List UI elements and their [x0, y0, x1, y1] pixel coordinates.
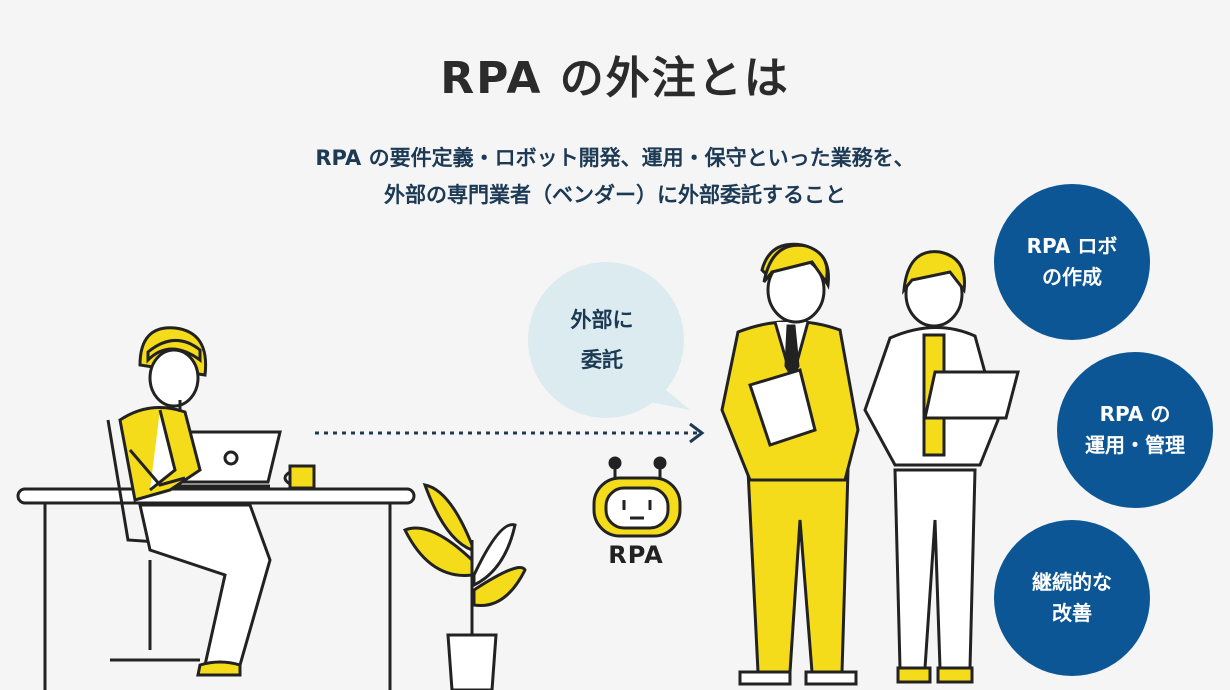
speech-bubble: [528, 262, 690, 418]
desk: [16, 487, 416, 690]
speech-bubble-line-2: 委託: [581, 348, 623, 372]
service-3-line-1: 継続的な: [1032, 570, 1112, 594]
service-1-line-1: RPA ロボ: [1026, 234, 1118, 258]
service-circle-operation: RPA の 運用・管理: [1057, 352, 1213, 508]
service-circle-improvement: 継続的な 改善: [994, 520, 1150, 676]
vendor-staff-suit: [720, 242, 860, 686]
service-circle-robot-creation: RPA ロボ の作成: [994, 184, 1150, 340]
speech-bubble-line-1: 外部に: [570, 308, 634, 332]
plant-icon: [402, 483, 527, 690]
page-title: RPA の外注とは: [440, 53, 790, 104]
subtitle-line-2: 外部の専門業者（ベンダー）に外部委託すること: [384, 183, 846, 207]
robot-label: RPA: [608, 541, 664, 569]
mug-icon: [283, 464, 316, 490]
service-1-line-2: の作成: [1042, 265, 1102, 289]
subtitle: RPA の要件定義・ロボット開発、運用・保守といった業務を、 外部の専門業者（ベ…: [0, 140, 1230, 214]
woman-at-desk: [106, 326, 272, 677]
speech-bubble-text: 外部に 委託: [528, 300, 676, 380]
vendor-staff-casual: [863, 250, 1020, 684]
robot-icon: [592, 456, 682, 538]
service-3-line-2: 改善: [1052, 601, 1092, 625]
service-2-line-2: 運用・管理: [1085, 433, 1185, 457]
service-2-line-1: RPA の: [1099, 402, 1171, 426]
arrow-icon: [315, 422, 705, 444]
subtitle-line-1: RPA の要件定義・ロボット開発、運用・保守といった業務を、: [315, 146, 915, 170]
